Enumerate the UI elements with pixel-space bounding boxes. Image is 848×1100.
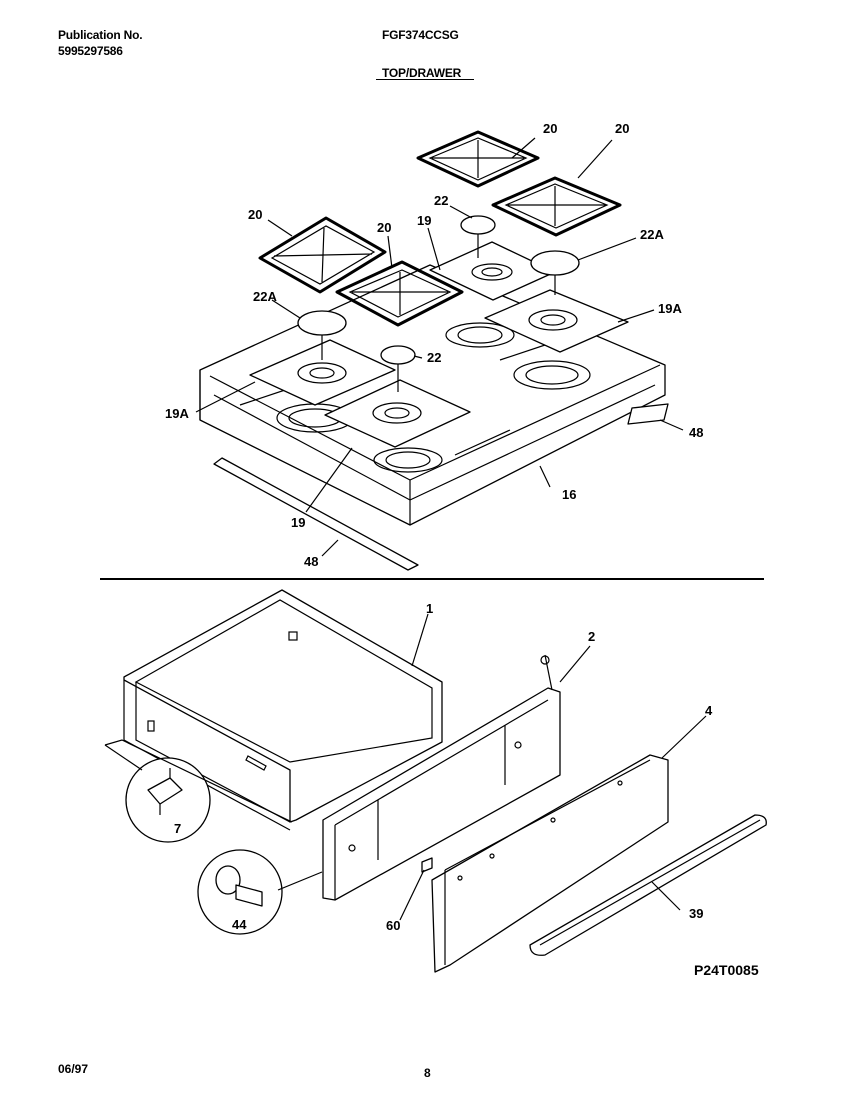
section-divider (100, 578, 764, 580)
callout-cap-22a-left: 22A (253, 289, 277, 304)
drawer-small-parts (104, 739, 433, 935)
callout-screw-60: 60 (386, 918, 400, 933)
callout-handle-39: 39 (689, 906, 703, 921)
drawer-leaders (399, 613, 707, 921)
callout-burner-19a-right: 19A (658, 301, 682, 316)
callout-burner-19-bottom: 19 (291, 515, 305, 530)
publication-number: 5995297586 (58, 44, 123, 58)
callout-bearing-7: 7 (174, 821, 181, 836)
callout-cap-22a-right: 22A (640, 227, 664, 242)
callout-burner-19-top: 19 (417, 213, 431, 228)
callout-cooktop-16: 16 (562, 487, 576, 502)
callout-grate-d: 20 (377, 220, 391, 235)
burner-caps (297, 215, 580, 392)
callout-grate-c: 20 (248, 207, 262, 222)
drawer-front (431, 754, 669, 973)
trim-strips (213, 403, 669, 571)
drawer-panel (322, 654, 561, 901)
cooktop-leaders (195, 137, 684, 557)
callout-trim-48-bottom: 48 (304, 554, 318, 569)
callout-grate-a: 20 (543, 121, 557, 136)
drawing-code: P24T0085 (694, 962, 759, 978)
burner-grates (258, 130, 622, 327)
callout-cap-22-top: 22 (434, 193, 448, 208)
callout-trim-48-right: 48 (689, 425, 703, 440)
section-title: TOP/DRAWER (382, 66, 462, 80)
model-number: FGF374CCSG (382, 28, 459, 42)
publication-label: Publication No. (58, 28, 143, 42)
callout-drawer-1: 1 (426, 601, 433, 616)
page-number: 8 (424, 1066, 431, 1080)
callout-burner-19a-left: 19A (165, 406, 189, 421)
callout-screw-2: 2 (588, 629, 595, 644)
drawer-handle (529, 814, 767, 956)
callout-cap-22-mid: 22 (427, 350, 441, 365)
section-title-underline (376, 79, 474, 80)
footer-date: 06/97 (58, 1062, 89, 1076)
callout-grate-b: 20 (615, 121, 629, 136)
callout-roller-44: 44 (232, 917, 247, 932)
drawer-body (123, 589, 443, 831)
callout-front-4: 4 (705, 703, 713, 718)
